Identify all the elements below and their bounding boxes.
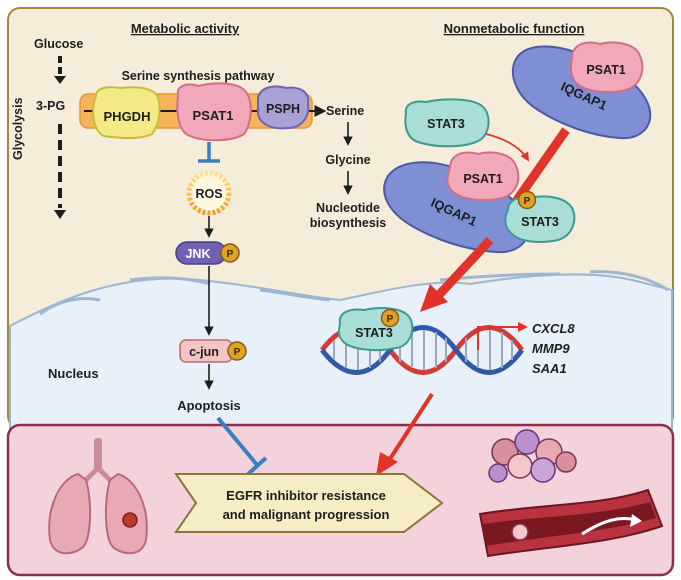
3pg-label: 3-PG	[36, 99, 65, 113]
inhibition-line-outcome	[216, 416, 260, 468]
outcome-line-2: and malignant progression	[223, 507, 390, 522]
psat1-protein-complex	[446, 151, 520, 202]
tumor-icon	[122, 512, 138, 528]
psat1-label-complex: PSAT1	[463, 172, 502, 186]
outcome-line-1: EGFR inhibitor resistance	[226, 488, 386, 503]
nuclear-envelope-segment	[39, 297, 101, 316]
stat3-phospho-icon-nuclear	[380, 308, 400, 328]
stat3-label-complex: STAT3	[521, 215, 559, 229]
stat3-label-nuclear: STAT3	[355, 326, 393, 340]
complex-arrowhead	[420, 284, 448, 312]
cjun-phospho-label: P	[234, 347, 241, 358]
serine-label: Serine	[326, 104, 364, 118]
stat3-phospho-label-complex: P	[524, 196, 531, 207]
stat3-phospho-label-nuclear: P	[387, 314, 394, 325]
jnk-phospho-label: P	[227, 249, 234, 260]
stat3-binding-arrow	[485, 133, 529, 162]
cjun-label: c-jun	[189, 345, 219, 359]
gene-cxcl8: CXCL8	[532, 321, 575, 336]
gene-saa1: SAA1	[532, 361, 567, 376]
ros-label: ROS	[195, 187, 222, 201]
pathway-title: Serine synthesis pathway	[122, 69, 275, 83]
psat1-label: PSAT1	[193, 108, 234, 123]
tumor-cluster-icon	[488, 429, 577, 483]
glycine-label: Glycine	[325, 153, 370, 167]
phgdh-label: PHGDH	[104, 109, 151, 124]
glycolysis-arrowhead	[54, 210, 66, 219]
outcome-arrow-box	[174, 473, 444, 533]
stat3-protein-free	[404, 98, 490, 148]
nuclear-envelope-segment	[589, 270, 669, 292]
glycolysis-arrowhead	[54, 76, 66, 84]
glucose-label: Glucose	[34, 37, 83, 51]
jnk-phospho-icon	[220, 243, 240, 263]
nucleotide-label-1: Nucleotide	[316, 201, 380, 215]
nuclear-envelope-segment	[129, 276, 211, 286]
jnk-label: JNK	[185, 247, 210, 261]
metabolic-heading: Metabolic activity	[131, 21, 240, 36]
nucleus	[9, 273, 673, 431]
apoptosis-label: Apoptosis	[177, 398, 241, 413]
phgdh-protein	[92, 86, 161, 139]
psat1-label-top: PSAT1	[586, 63, 625, 77]
transcription-arrow	[477, 322, 528, 350]
psph-label: PSPH	[266, 102, 300, 116]
inhibition-bar-outcome	[246, 456, 268, 476]
stat3-phospho-icon-complex	[517, 190, 537, 210]
glycolysis-label: Glycolysis	[11, 97, 25, 160]
gene-mmp9: MMP9	[532, 341, 570, 356]
nuclear-envelope-segment	[259, 288, 331, 302]
nucleus-label: Nucleus	[48, 366, 99, 381]
nucleotide-label-2: biosynthesis	[310, 216, 386, 230]
stat3-label-free: STAT3	[427, 117, 465, 131]
blood-vessel-icon	[478, 488, 664, 558]
complex-arrow-lower	[434, 236, 494, 300]
circulating-tumor-cell-icon	[511, 523, 529, 541]
psat1-protein	[176, 82, 252, 142]
genes-to-outcome-arrow	[386, 392, 434, 464]
psat1-protein-top	[570, 41, 644, 94]
genes-to-outcome-arrowhead	[376, 452, 398, 476]
ros-icon	[186, 170, 232, 216]
psph-protein	[257, 85, 310, 130]
nonmetabolic-heading: Nonmetabolic function	[444, 21, 585, 36]
cjun-phospho-icon	[227, 341, 247, 361]
